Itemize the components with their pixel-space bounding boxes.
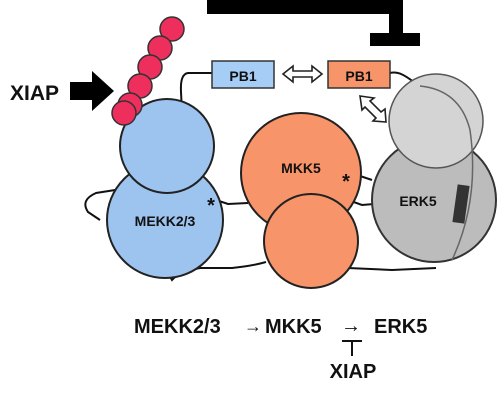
erk5-protein: [371, 73, 497, 263]
pathway-mekk: MEKK2/3: [134, 316, 221, 338]
mekk-label: MEKK2/3: [135, 213, 196, 229]
pb1-right-box: [327, 60, 391, 89]
pb1-left-label: PB1: [229, 68, 256, 84]
pathway-mkk5: MKK5: [265, 316, 322, 338]
xiap-arrow: [70, 71, 114, 111]
erk5-label: ERK5: [399, 193, 437, 209]
top-inhibition-bar: [207, 0, 420, 46]
pathway-inhibition-tbar: [342, 340, 362, 356]
mkk5-protein: [240, 112, 362, 289]
phospho-star-right: *: [342, 171, 350, 193]
pathway-arrow-2: →: [341, 315, 361, 337]
pathway-arrow-1: →: [244, 316, 262, 336]
mekk-protein: [106, 98, 224, 279]
erk5-bottom-linker: [347, 267, 437, 272]
ubiquitin-chain: [111, 16, 185, 126]
xiap-arrow-label: XIAP: [10, 82, 59, 105]
mekk-linker-left: [84, 187, 129, 221]
pb1-erk5-double-arrow: [359, 95, 387, 123]
pb1-left-box: [211, 60, 275, 89]
phospho-star-left: *: [207, 195, 215, 217]
pathway-erk5: ERK5: [374, 316, 427, 338]
pb1-right-label: PB1: [345, 68, 372, 84]
pathway-summary: MEKK2/3 → MKK5 → ERK5 XIAP: [134, 315, 427, 383]
mkk5-label: MKK5: [281, 160, 321, 176]
pathway-xiap: XIAP: [330, 361, 377, 383]
erk5-membrane-bar: [452, 184, 470, 224]
pb1-left-linker: [179, 72, 212, 113]
pb1-double-arrow: [281, 64, 324, 84]
